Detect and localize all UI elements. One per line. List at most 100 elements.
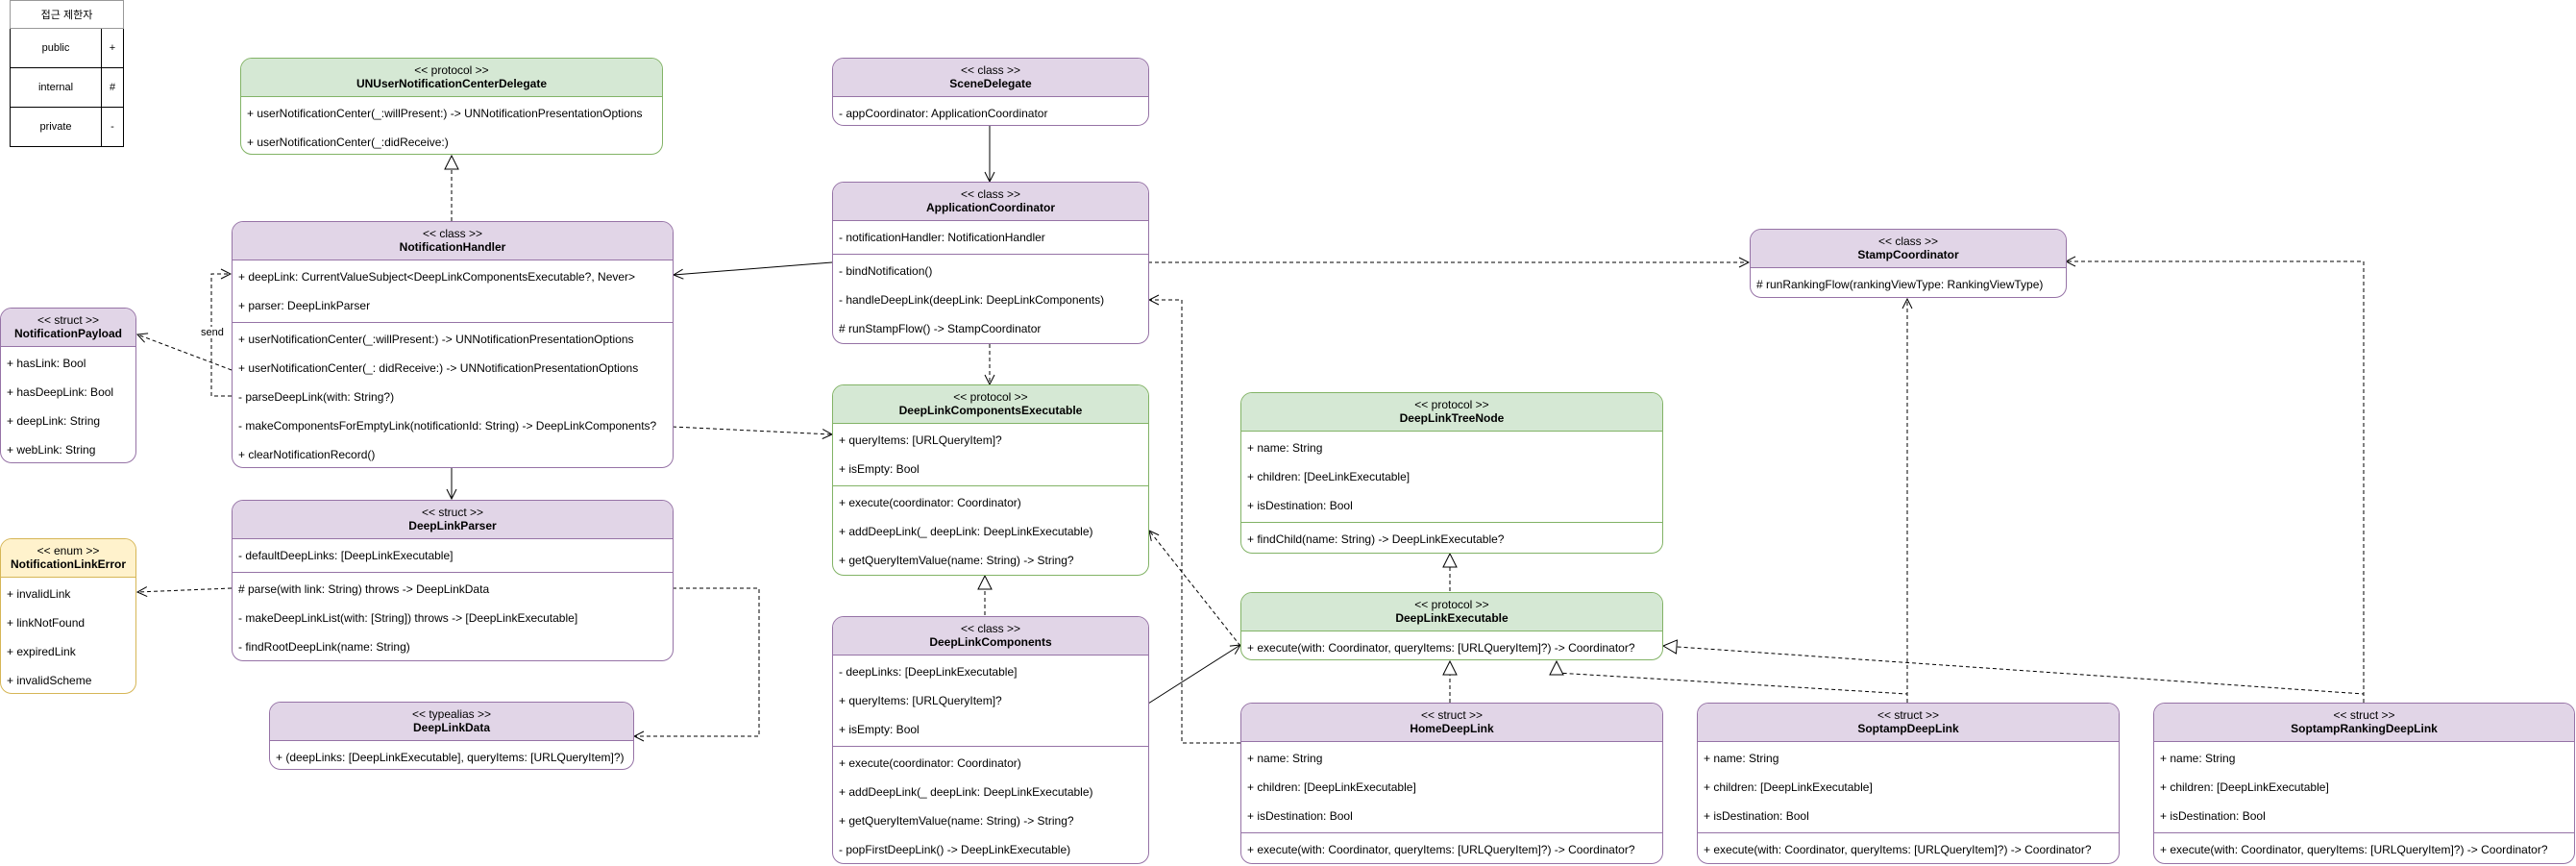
legend-private-symbol: - <box>101 107 124 147</box>
member-row: - parseDeepLink(with: String?) <box>238 390 395 404</box>
member-row: + (deepLinks: [DeepLinkExecutable], quer… <box>276 751 625 764</box>
class-name: SceneDelegate <box>949 77 1032 90</box>
notification-handler-header: << class >>NotificationHandler <box>233 222 673 260</box>
stamp-coordinator-header: << class >>StampCoordinator <box>1751 230 2066 268</box>
class-name: SoptampDeepLink <box>1857 722 1959 735</box>
soptamp-deep-link-header: << struct >>SoptampDeepLink <box>1698 704 2119 742</box>
member-row: + name: String <box>2160 752 2236 765</box>
enum-case-row: + invalidLink <box>7 587 71 601</box>
deep-link-parser-struct: << struct >>DeepLinkParser - defaultDeep… <box>232 500 674 661</box>
scene-delegate-header: << class >>SceneDelegate <box>833 59 1148 97</box>
class-name: DeepLinkParser <box>408 519 497 532</box>
member-row: + deepLink: String <box>7 414 101 428</box>
member-row: # runRankingFlow(rankingViewType: Rankin… <box>1756 278 2044 291</box>
member-row: + isDestination: Bool <box>1247 499 1353 512</box>
deep-link-tree-node-protocol: << protocol >>DeepLinkTreeNode + name: S… <box>1240 392 1663 554</box>
stereotype-label: << enum >> <box>37 544 100 557</box>
home-deep-link-header: << struct >>HomeDeepLink <box>1241 704 1662 742</box>
member-row: + hasDeepLink: Bool <box>7 385 114 399</box>
class-name: StampCoordinator <box>1857 248 1959 261</box>
un-notification-center-delegate-protocol: << protocol >>UNUserNotificationCenterDe… <box>240 58 663 155</box>
notification-payload-header: << struct >>NotificationPayload <box>1 309 135 347</box>
stereotype-label: << class >> <box>422 227 483 240</box>
deep-link-components-class: << class >>DeepLinkComponents - deepLink… <box>832 616 1149 864</box>
stereotype-label: << protocol >> <box>1414 398 1489 411</box>
member-row: + isEmpty: Bool <box>839 462 920 476</box>
member-row: + hasLink: Bool <box>7 357 86 370</box>
deep-link-tree-node-header: << protocol >>DeepLinkTreeNode <box>1241 393 1662 432</box>
member-row: + clearNotificationRecord() <box>238 448 376 461</box>
member-row: + execute(coordinator: Coordinator) <box>839 496 1021 509</box>
member-row: + name: String <box>1247 752 1323 765</box>
member-row: + isDestination: Bool <box>1247 809 1353 823</box>
member-row: + getQueryItemValue(name: String) -> Str… <box>839 554 1074 567</box>
class-name: ApplicationCoordinator <box>926 201 1055 214</box>
stereotype-label: << protocol >> <box>1414 598 1489 611</box>
member-row: + userNotificationCenter(_: didReceive:)… <box>238 361 639 375</box>
edge-ranking-to-stamp <box>2066 261 2365 703</box>
stereotype-label: << struct >> <box>1420 708 1484 722</box>
member-row: - bindNotification() <box>839 264 933 278</box>
class-name: HomeDeepLink <box>1410 722 1494 735</box>
edge-label-send: send <box>201 327 224 338</box>
edge-parser-to-data <box>634 587 760 736</box>
class-name: DeepLinkData <box>412 721 491 734</box>
deep-link-executable-protocol: << protocol >>DeepLinkExecutable + execu… <box>1240 592 1663 660</box>
member-row: + name: String <box>1247 441 1323 455</box>
scene-delegate-class: << class >>SceneDelegate - appCoordinato… <box>832 58 1149 126</box>
stereotype-label: << struct >> <box>421 506 484 519</box>
member-row: # runStampFlow() -> StampCoordinator <box>839 322 1042 335</box>
member-row: - handleDeepLink(deepLink: DeepLinkCompo… <box>839 293 1105 307</box>
member-row: + userNotificationCenter(_:didReceive:) <box>247 136 449 149</box>
edge-handler-to-executable <box>672 426 832 434</box>
class-name: NotificationLinkError <box>10 557 126 571</box>
notification-link-error-header: << enum >>NotificationLinkError <box>1 539 135 578</box>
member-row: - appCoordinator: ApplicationCoordinator <box>839 107 1048 120</box>
member-row: + queryItems: [URLQueryItem]? <box>839 694 1002 707</box>
stamp-coordinator-class: << class >>StampCoordinator # runRanking… <box>1750 229 2067 298</box>
member-row: + children: [DeepLinkExecutable] <box>2160 780 2329 794</box>
edge-soptamp-to-deeplinkexec <box>1557 661 1908 703</box>
member-row: + findChild(name: String) -> DeepLinkExe… <box>1247 532 1505 546</box>
edge-home-to-appcoordinator <box>1149 300 1240 744</box>
member-row: - popFirstDeepLink() -> DeepLinkExecutab… <box>839 843 1071 856</box>
soptamp-deep-link-struct: << struct >>SoptampDeepLink + name: Stri… <box>1697 703 2120 864</box>
legend-title: 접근 제한자 <box>10 0 124 29</box>
class-name: UNUserNotificationCenterDelegate <box>356 77 548 90</box>
member-row: + deepLink: CurrentValueSubject<DeepLink… <box>238 270 636 284</box>
member-row: + execute(with: Coordinator, queryItems:… <box>1704 843 2092 856</box>
deep-link-components-header: << class >>DeepLinkComponents <box>833 617 1148 656</box>
class-name: NotificationHandler <box>399 240 506 254</box>
soptamp-ranking-deep-link-header: << struct >>SoptampRankingDeepLink <box>2154 704 2574 742</box>
stereotype-label: << typealias >> <box>411 707 492 721</box>
member-row: + execute(with: Coordinator, queryItems:… <box>1247 641 1635 655</box>
stereotype-label: << class >> <box>960 187 1021 201</box>
member-row: + isEmpty: Bool <box>839 723 920 736</box>
legend-internal-symbol: # <box>101 67 124 108</box>
deep-link-data-header: << typealias >>DeepLinkData <box>270 703 633 741</box>
stereotype-label: << protocol >> <box>414 63 489 77</box>
stereotype-label: << protocol >> <box>953 390 1028 404</box>
member-row: + children: [DeepLinkExecutable] <box>1704 780 1873 794</box>
deep-link-components-executable-header: << protocol >>DeepLinkComponentsExecutab… <box>833 385 1148 424</box>
member-row: + queryItems: [URLQueryItem]? <box>839 433 1002 447</box>
deep-link-executable-header: << protocol >>DeepLinkExecutable <box>1241 593 1662 631</box>
member-row: + execute(with: Coordinator, queryItems:… <box>2160 843 2548 856</box>
home-deep-link-struct: << struct >>HomeDeepLink + name: String +… <box>1240 703 1663 864</box>
member-row: + execute(coordinator: Coordinator) <box>839 756 1021 770</box>
edge-appcoordinator-to-handler <box>674 261 833 275</box>
soptamp-ranking-deep-link-struct: << struct >>SoptampRankingDeepLink + nam… <box>2153 703 2575 864</box>
enum-case-row: + expiredLink <box>7 645 76 658</box>
member-row: + execute(with: Coordinator, queryItems:… <box>1247 843 1635 856</box>
class-name: DeepLinkComponents <box>929 635 1052 649</box>
application-coordinator-class: << class >>ApplicationCoordinator - noti… <box>832 182 1149 344</box>
edge-parser-to-error <box>137 588 233 592</box>
class-name: DeepLinkExecutable <box>1395 611 1509 625</box>
member-row: + addDeepLink(_ deepLink: DeepLinkExecut… <box>839 785 1093 799</box>
stereotype-label: << class >> <box>1877 235 1939 248</box>
member-row: + parser: DeepLinkParser <box>238 299 371 312</box>
application-coordinator-header: << class >>ApplicationCoordinator <box>833 183 1148 221</box>
member-row: - makeComponentsForEmptyLink(notificatio… <box>238 419 657 433</box>
member-row: # parse(with link: String) throws -> Dee… <box>238 582 490 596</box>
member-row: + children: [DeeLinkExecutable] <box>1247 470 1411 483</box>
